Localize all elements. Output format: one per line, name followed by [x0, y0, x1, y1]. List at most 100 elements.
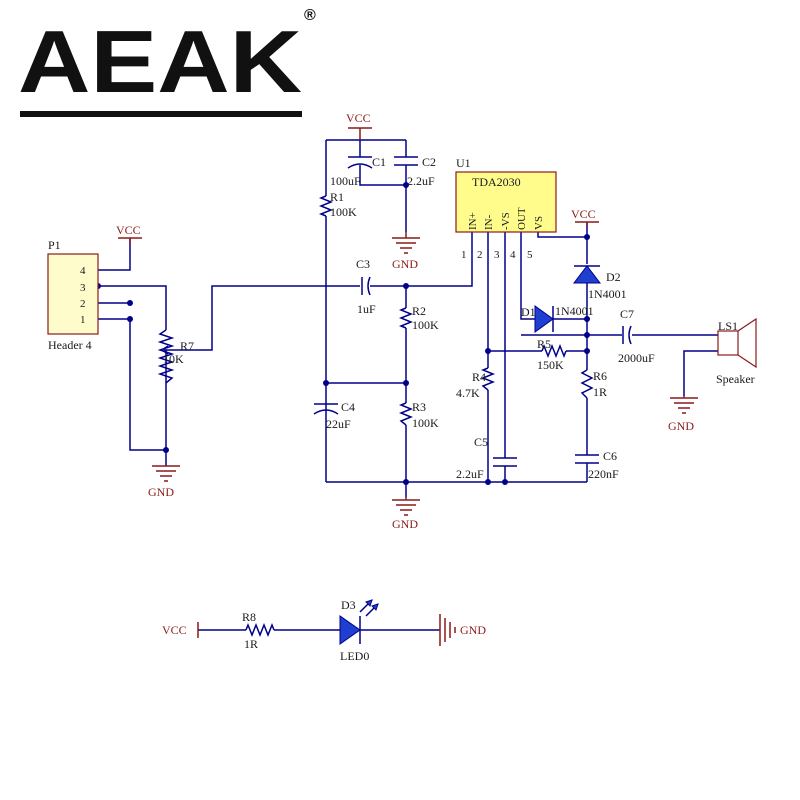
- vcc-symbol-header: VCC: [116, 223, 142, 244]
- resistor-r5: R5 150K: [537, 337, 567, 372]
- svg-text:100K: 100K: [330, 205, 357, 219]
- brand-logo: AEAK ®: [18, 7, 316, 117]
- capacitor-c3: C3 1uF: [356, 257, 376, 316]
- svg-text:GND: GND: [392, 257, 418, 271]
- svg-text:D3: D3: [341, 598, 356, 612]
- svg-text:-VS: -VS: [500, 212, 512, 230]
- svg-text:100K: 100K: [412, 318, 439, 332]
- svg-text:LS1: LS1: [718, 319, 738, 333]
- svg-text:R5: R5: [537, 337, 551, 351]
- capacitor-c1: C1 100uF: [330, 155, 386, 188]
- svg-text:GND: GND: [668, 419, 694, 433]
- svg-text:VS: VS: [533, 216, 545, 230]
- gnd-symbol-led: GND: [439, 614, 486, 646]
- svg-text:VCC: VCC: [346, 111, 371, 125]
- diode-d2: D2 1N4001: [572, 265, 627, 301]
- svg-text:C3: C3: [356, 257, 370, 271]
- led-circuit: VCC R8 1R D3 LED0 GND: [162, 598, 486, 663]
- svg-text:2.2uF: 2.2uF: [407, 174, 435, 188]
- svg-text:C1: C1: [372, 155, 386, 169]
- header-p1: P1 4 3 2 1 Header 4: [47, 238, 99, 352]
- svg-text:1: 1: [461, 249, 467, 261]
- svg-text:1N4001: 1N4001: [588, 287, 627, 301]
- svg-text:C6: C6: [603, 449, 617, 463]
- header-ref: P1: [48, 238, 61, 252]
- led-d3: D3 LED0: [339, 598, 379, 663]
- resistor-r7: R7 10K: [157, 329, 194, 384]
- gnd-symbol-c2: GND: [392, 232, 420, 271]
- svg-text:R8: R8: [242, 610, 256, 624]
- svg-text:R3: R3: [412, 400, 426, 414]
- svg-text:1R: 1R: [593, 385, 607, 399]
- svg-text:R2: R2: [412, 304, 426, 318]
- svg-text:GND: GND: [460, 623, 486, 637]
- capacitor-c5: C5 2.2uF: [456, 435, 517, 481]
- svg-text:4: 4: [510, 249, 516, 261]
- header-pin-3: 3: [80, 282, 86, 294]
- svg-text:IN-: IN-: [483, 214, 495, 230]
- logo-text: AEAK: [18, 12, 302, 111]
- svg-text:Speaker: Speaker: [716, 372, 755, 386]
- logo-underline: [20, 111, 302, 117]
- resistor-r6: R6 1R: [580, 369, 607, 399]
- svg-text:C4: C4: [341, 400, 355, 414]
- vcc-symbol-top: VCC: [346, 111, 372, 140]
- svg-text:R1: R1: [330, 190, 344, 204]
- svg-text:GND: GND: [392, 517, 418, 531]
- header-pin-2: 2: [80, 298, 86, 310]
- vcc-symbol-vs: VCC: [571, 207, 599, 226]
- svg-text:100K: 100K: [412, 416, 439, 430]
- diode-d1: D1 1N4001: [521, 304, 594, 333]
- svg-text:150K: 150K: [537, 358, 564, 372]
- svg-text:IN+: IN+: [467, 212, 479, 230]
- header-name: Header 4: [48, 338, 92, 352]
- resistor-r2: R2 100K: [398, 304, 439, 332]
- svg-text:GND: GND: [148, 485, 174, 499]
- resistor-r8: R8 1R: [242, 610, 275, 651]
- svg-text:VCC: VCC: [571, 207, 596, 221]
- svg-text:1N4001: 1N4001: [555, 304, 594, 318]
- r7-value: 10K: [163, 352, 184, 366]
- capacitor-c4: C4 22uF: [313, 400, 355, 431]
- svg-text:1uF: 1uF: [357, 302, 376, 316]
- svg-text:R6: R6: [593, 369, 607, 383]
- svg-text:D1: D1: [521, 305, 536, 319]
- r7-ref: R7: [180, 339, 194, 353]
- capacitor-c6: C6 220nF: [575, 449, 619, 481]
- svg-text:R4: R4: [472, 370, 486, 384]
- svg-text:220nF: 220nF: [588, 467, 619, 481]
- capacitor-c2: C2 2.2uF: [394, 155, 436, 188]
- capacitor-c7: C7 2000uF: [618, 307, 655, 365]
- svg-text:2.2uF: 2.2uF: [456, 467, 484, 481]
- wires: [98, 139, 718, 631]
- svg-text:3: 3: [494, 249, 500, 261]
- resistor-r4: R4 4.7K: [456, 367, 496, 400]
- svg-text:22uF: 22uF: [326, 417, 351, 431]
- gnd-symbol-bottom: GND: [392, 497, 420, 531]
- svg-text:VCC: VCC: [116, 223, 141, 237]
- svg-text:C2: C2: [422, 155, 436, 169]
- amplifier-u1: U1 TDA2030 IN+ IN- -VS OUT VS 1 2 3 4 5: [455, 156, 557, 261]
- header-pin-4: 4: [80, 265, 86, 277]
- svg-text:2: 2: [477, 249, 483, 261]
- svg-text:5: 5: [527, 249, 533, 261]
- svg-text:1R: 1R: [244, 637, 258, 651]
- u1-part: TDA2030: [472, 175, 521, 189]
- speaker-ls1: LS1 Speaker: [716, 317, 757, 386]
- svg-text:OUT: OUT: [516, 207, 528, 230]
- gnd-symbol-r7: GND: [148, 465, 180, 499]
- registered-mark: ®: [304, 7, 316, 24]
- svg-text:D2: D2: [606, 270, 621, 284]
- resistor-r3: R3 100K: [398, 400, 439, 430]
- gnd-symbol-speaker: GND: [668, 396, 698, 433]
- svg-text:C5: C5: [474, 435, 488, 449]
- svg-text:LED0: LED0: [340, 649, 369, 663]
- svg-text:C7: C7: [620, 307, 634, 321]
- svg-text:100uF: 100uF: [330, 174, 361, 188]
- svg-text:4.7K: 4.7K: [456, 386, 480, 400]
- svg-text:VCC: VCC: [162, 623, 187, 637]
- svg-text:2000uF: 2000uF: [618, 351, 655, 365]
- header-pin-1: 1: [80, 314, 86, 326]
- u1-ref: U1: [456, 156, 471, 170]
